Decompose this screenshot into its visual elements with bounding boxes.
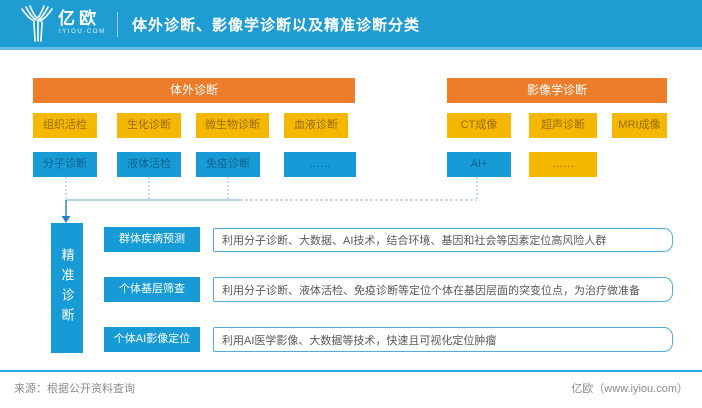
ivd-box-liquid-biopsy: 液体活检	[117, 152, 181, 177]
precision-label-ai-imaging-localization: 个体AI影像定位	[104, 327, 200, 352]
ivd-box-immuno: 免疫诊断	[196, 152, 260, 177]
imaging-box-ellipsis: ……	[529, 152, 597, 177]
imaging-box-ct: CT成像	[447, 113, 511, 138]
imaging-box-mri: MRI成像	[612, 113, 667, 138]
logo-subtext: IYIOU·COM	[59, 29, 106, 35]
precision-desc-individual-screening: 利用分子诊断、液体活检、免疫诊断等定位个体在基因层面的突变位点，为治疗做准备	[213, 277, 673, 302]
imaging-section-header: 影像学诊断	[447, 78, 667, 103]
header-bar: 亿欧 IYIOU·COM 体外诊断、影像学诊断以及精准诊断分类	[0, 0, 702, 50]
imaging-box-ultrasound: 超声诊断	[529, 113, 597, 138]
source-note: 来源：根据公开资料查询	[14, 383, 135, 395]
imaging-box-ai: AI+	[447, 152, 511, 177]
precision-label-individual-screening: 个体基层筛查	[104, 277, 200, 302]
header-divider	[117, 12, 118, 37]
precision-desc-ai-imaging-localization: 利用AI医学影像、大数据等技术，快速且可视化定位肿瘤	[213, 327, 673, 352]
logo-text: 亿欧	[58, 9, 100, 28]
precision-label-population-prediction: 群体疾病预测	[104, 227, 200, 252]
precision-desc-population-prediction: 利用分子诊断、大数据、AI技术，结合环境、基因和社会等因素定位高风险人群	[213, 228, 673, 252]
ivd-box-molecular: 分子诊断	[33, 152, 97, 177]
ivd-section-header: 体外诊断	[33, 78, 355, 103]
ivd-box-microbiological: 微生物诊断	[196, 113, 269, 138]
brand-credit: 亿欧（www.iyiou.com）	[571, 383, 688, 395]
ivd-box-ellipsis: ……	[284, 152, 356, 177]
ivd-box-biochemical: 生化诊断	[117, 113, 181, 138]
page-title: 体外诊断、影像学诊断以及精准诊断分类	[132, 17, 421, 34]
ivd-box-blood: 血液诊断	[284, 113, 348, 138]
iyiou-logo-icon	[21, 5, 53, 42]
precision-section-header: 精准诊断	[51, 223, 83, 353]
ivd-box-tissue-biopsy: 组织活检	[33, 113, 97, 138]
footer-divider-line	[0, 370, 702, 372]
